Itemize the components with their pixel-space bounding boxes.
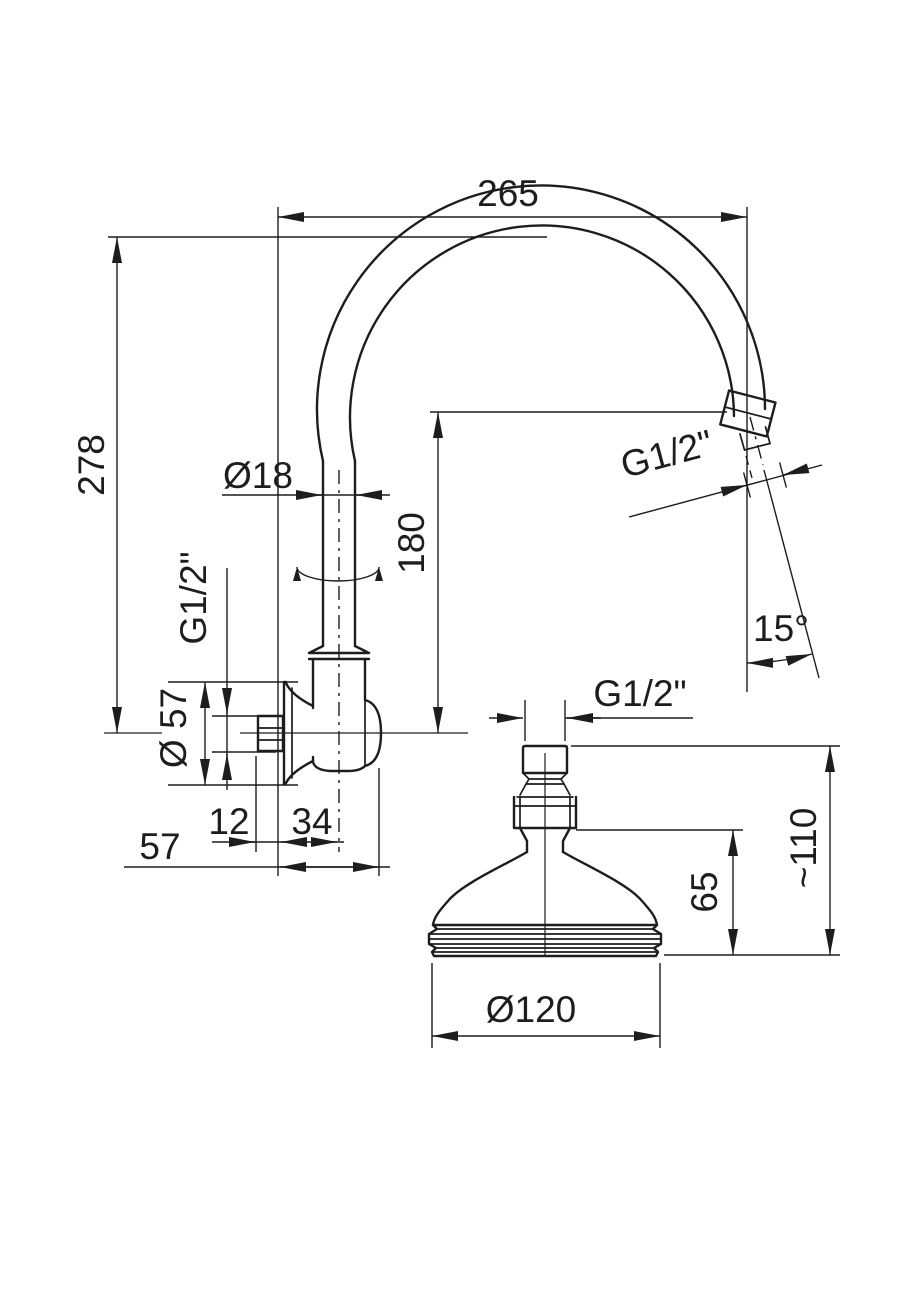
outlet-stub <box>739 426 771 451</box>
fitting-body <box>311 657 383 773</box>
dim-head-total-height: ~110 <box>571 745 840 956</box>
outlet-end <box>719 389 820 679</box>
outlet-angle-reference-line <box>763 469 820 679</box>
head-neck <box>518 826 572 854</box>
dim-outlet-height: 180 <box>391 411 727 733</box>
dim-wall-thread: G1/2" <box>173 551 276 790</box>
dim-label-110: ~110 <box>783 808 824 889</box>
dim-tube-diameter: Ø18 <box>222 455 390 500</box>
dim-nut-and-axis-offsets: 12 34 <box>208 756 344 852</box>
dim-label-o57: Ø 57 <box>153 688 194 768</box>
arm-outer-arc <box>315 184 767 463</box>
dim-outlet-angle: 15° <box>746 608 813 668</box>
dim-label-o18: Ø18 <box>223 455 293 496</box>
fitting-collar <box>307 644 371 661</box>
dim-label-outlet-thread: G1/2" <box>616 422 717 486</box>
outlet-axis-centerline <box>749 416 764 466</box>
dim-flange-diameter: Ø 57 <box>153 681 298 786</box>
dim-fitting-depth: 57 <box>124 768 390 876</box>
dim-label-265: 265 <box>477 173 539 214</box>
dim-label-180: 180 <box>391 512 432 574</box>
outlet-hex-nut <box>719 389 777 438</box>
dim-label-65: 65 <box>684 871 725 912</box>
dim-head-bell-height: 65 <box>576 829 743 955</box>
dim-label-head-thread: G1/2" <box>593 673 686 714</box>
dim-arm-projection: 265 <box>277 173 748 876</box>
dim-arm-height: 278 <box>71 236 547 733</box>
dim-label-o120: Ø120 <box>486 989 577 1030</box>
dim-outlet-thread: G1/2" <box>616 422 823 518</box>
dim-label-12: 12 <box>208 801 249 842</box>
head-bell <box>431 850 659 927</box>
dim-head-diameter: Ø120 <box>431 963 661 1048</box>
dim-label-15deg: 15° <box>753 608 809 649</box>
wall-fitting <box>104 644 468 786</box>
shower-head <box>427 744 663 958</box>
dim-label-57: 57 <box>139 826 180 867</box>
swivel-rotation-icon <box>293 566 383 582</box>
dim-label-wall-thread: G1/2" <box>173 551 214 644</box>
dim-head-thread: G1/2" <box>489 673 693 741</box>
dim-label-34: 34 <box>291 801 332 842</box>
gooseneck-arm <box>315 184 767 852</box>
arm-inner-arc <box>348 224 736 463</box>
dim-label-278: 278 <box>71 434 112 496</box>
